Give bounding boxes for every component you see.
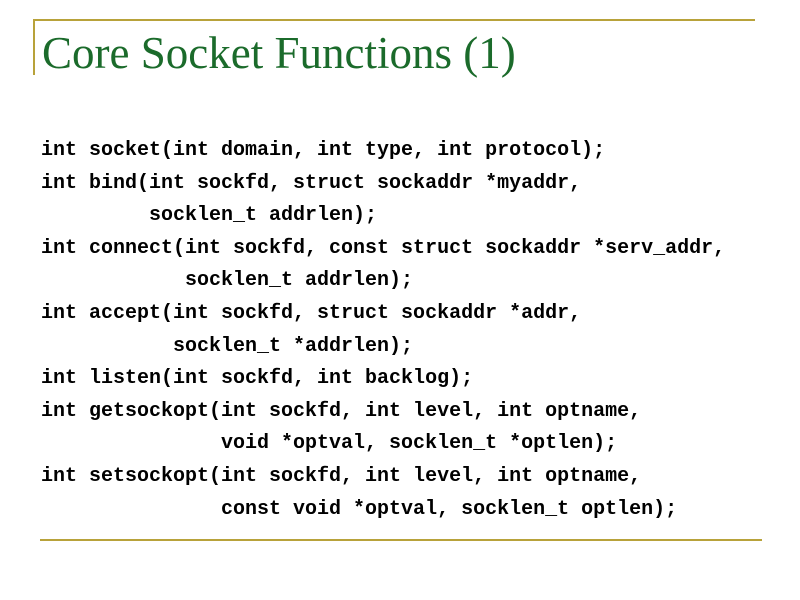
code-line: int accept(int sockfd, struct sockaddr *… [41,301,582,325]
code-line: socklen_t *addrlen); [41,334,414,358]
code-line: socklen_t addrlen); [41,269,414,293]
slide-title: Core Socket Functions (1) [42,28,516,78]
code-line: socklen_t addrlen); [41,204,378,228]
code-line: int socket(int domain, int type, int pro… [41,139,606,162]
title-top-rule [33,19,755,21]
code-block: int socket(int domain, int type, int pro… [41,135,725,526]
code-line: int setsockopt(int sockfd, int level, in… [41,464,642,488]
code-line: int getsockopt(int sockfd, int level, in… [41,399,642,423]
code-line: const void *optval, socklen_t optlen); [41,497,678,521]
code-line: void *optval, socklen_t *optlen); [41,432,618,456]
code-line: int connect(int sockfd, const struct soc… [41,236,726,260]
bottom-rule [40,539,762,541]
code-line: int listen(int sockfd, int backlog); [41,367,474,391]
title-left-rule [33,19,35,75]
code-line: int bind(int sockfd, struct sockaddr *my… [41,171,582,195]
